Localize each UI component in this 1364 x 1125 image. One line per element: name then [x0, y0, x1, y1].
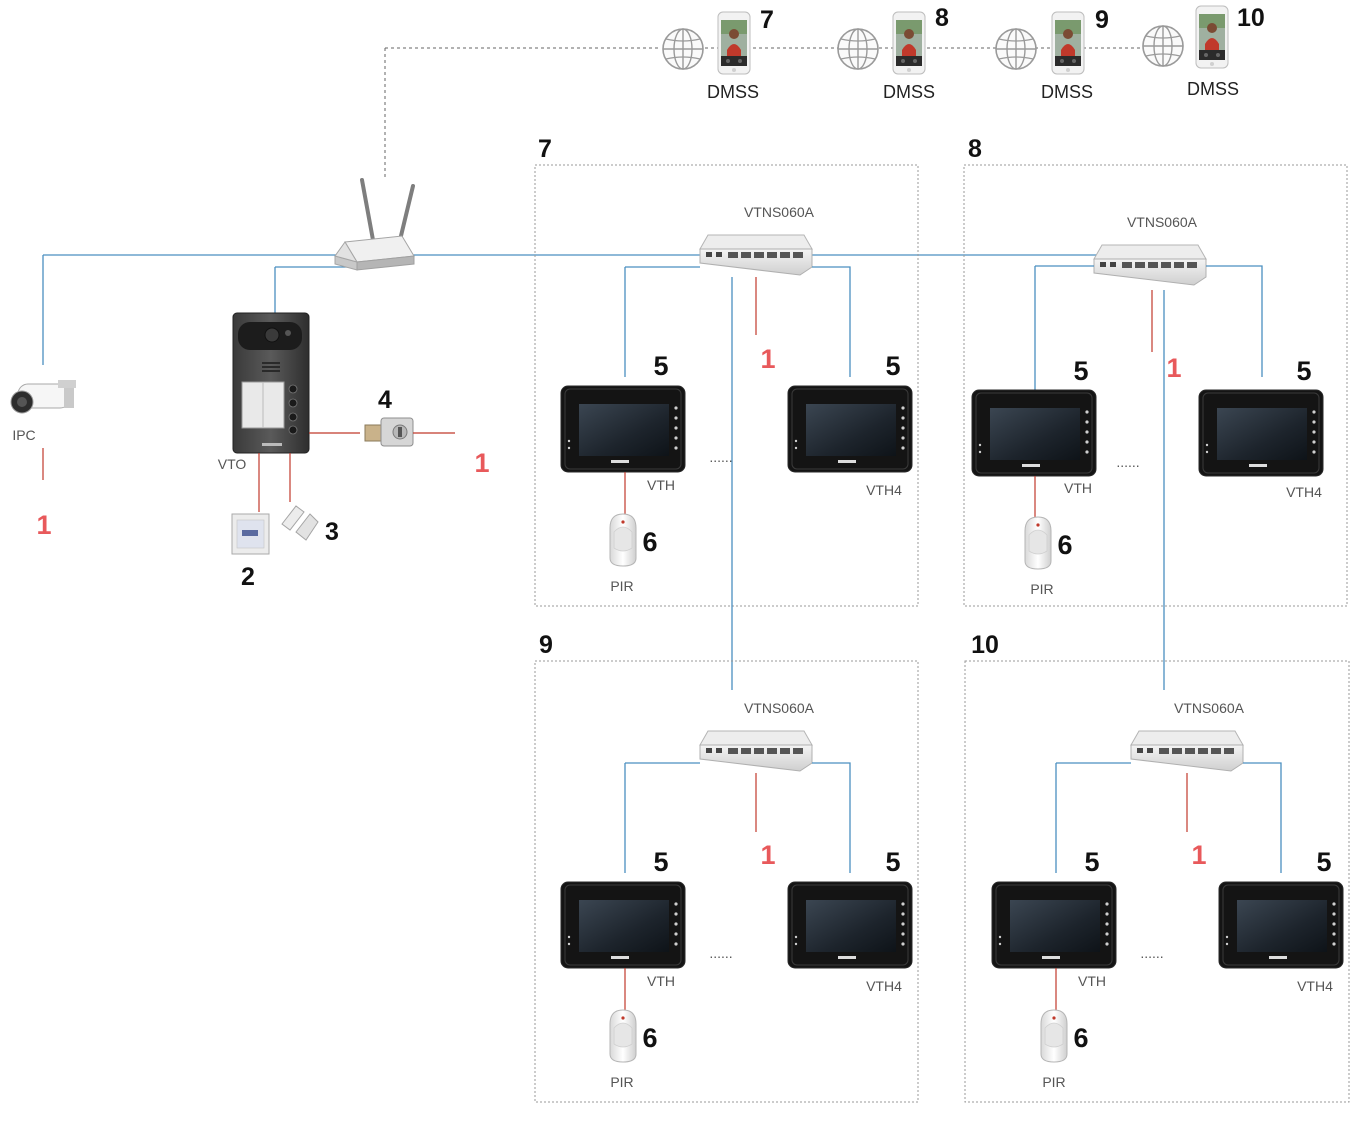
smartphone-icon[interactable] [1051, 11, 1085, 75]
card-number: 2 [241, 563, 255, 591]
apartment-9: 9 VTNS060A 1 5 5 ...... VTH VTH4 6 PIR [534, 631, 919, 1103]
pir-number: 6 [642, 527, 657, 557]
switch-power-number: 1 [1191, 840, 1206, 870]
switch-power-number: 1 [760, 840, 775, 870]
ipc-power-number: 1 [36, 510, 51, 540]
switch-power-number: 1 [1166, 353, 1181, 383]
vth4-label: VTH4 [1286, 484, 1322, 500]
vth-monitor[interactable] [991, 881, 1117, 969]
door-sensor[interactable] [281, 505, 319, 541]
monitor-ellipsis: ...... [1116, 454, 1139, 470]
pir-label: PIR [1042, 1074, 1065, 1090]
cloud-row: 7 DMSS 8 DMSS 9 DMSS 10 DMSS [384, 4, 1265, 180]
globe-icon [1142, 25, 1184, 67]
switch-device[interactable] [1093, 244, 1207, 286]
smartphone-icon[interactable] [892, 11, 926, 75]
app-label: DMSS [883, 82, 935, 102]
router[interactable] [334, 178, 415, 271]
app-label: DMSS [707, 82, 759, 102]
switch-label: VTNS060A [1174, 700, 1245, 716]
globe-icon [995, 28, 1037, 70]
pir-number: 6 [1057, 530, 1072, 560]
vth4-label: VTH4 [866, 978, 902, 994]
vth4-monitor[interactable] [787, 385, 913, 473]
app-label: DMSS [1187, 79, 1239, 99]
globe-icon [662, 28, 704, 70]
apartment-number: 7 [538, 135, 552, 163]
pir-label: PIR [610, 578, 633, 594]
switch-power-number: 1 [760, 344, 775, 374]
switch-device[interactable] [699, 730, 813, 772]
vth-monitor[interactable] [560, 881, 686, 969]
vth-number: 5 [653, 847, 668, 877]
pir-sensor[interactable] [1040, 1009, 1068, 1063]
pir-number: 6 [1073, 1023, 1088, 1053]
monitor-ellipsis: ...... [1140, 945, 1163, 961]
vto-panel[interactable] [232, 312, 310, 454]
apartment-number: 8 [968, 135, 982, 163]
vth4-monitor[interactable] [1218, 881, 1344, 969]
smartphone-icon[interactable] [717, 11, 751, 75]
apartment-number: 9 [539, 631, 553, 659]
switch-label: VTNS060A [744, 204, 815, 220]
pir-sensor[interactable] [609, 1009, 637, 1063]
door-sensor-number: 3 [325, 518, 339, 546]
monitor-ellipsis: ...... [709, 449, 732, 465]
vth4-label: VTH4 [1297, 978, 1333, 994]
switch-label: VTNS060A [1127, 214, 1198, 230]
apartment-number: 10 [971, 631, 999, 659]
lock-number: 4 [378, 386, 392, 414]
electric-lock[interactable] [364, 417, 414, 447]
app-label: DMSS [1041, 82, 1093, 102]
lock-power-number: 1 [474, 448, 489, 478]
vth4-monitor[interactable] [787, 881, 913, 969]
switch-device[interactable] [699, 234, 813, 276]
vth4-monitor[interactable] [1198, 389, 1324, 477]
vth4-number: 5 [885, 847, 900, 877]
pir-sensor[interactable] [609, 513, 637, 567]
app-number: 10 [1237, 4, 1265, 32]
app-number: 7 [760, 6, 774, 34]
vth4-number: 5 [885, 351, 900, 381]
ipc-camera[interactable] [10, 380, 76, 414]
access-card[interactable] [231, 513, 270, 555]
pir-number: 6 [642, 1023, 657, 1053]
vth-label: VTH [1078, 973, 1106, 989]
vth-number: 5 [653, 351, 668, 381]
pir-sensor[interactable] [1024, 516, 1052, 570]
app-number: 8 [935, 4, 949, 32]
vth-number: 5 [1084, 847, 1099, 877]
switch-device[interactable] [1130, 730, 1244, 772]
vth-monitor[interactable] [560, 385, 686, 473]
monitor-ellipsis: ...... [709, 945, 732, 961]
pir-label: PIR [1030, 581, 1053, 597]
apartment-7: 7 VTNS060A 1 5 5 ...... VTH VTH4 6 PIR [534, 135, 919, 690]
apartment-8: 8 VTNS060A 1 5 5 ...... VTH VTH4 6 PIR [963, 135, 1348, 690]
vth4-number: 5 [1316, 847, 1331, 877]
vto-label: VTO [218, 456, 247, 472]
apartment-10: 10 VTNS060A 1 5 5 ...... VTH VTH4 6 PIR [964, 631, 1350, 1103]
network-backbone [42, 254, 1100, 365]
vth4-label: VTH4 [866, 482, 902, 498]
vth4-number: 5 [1296, 356, 1311, 386]
vth-monitor[interactable] [971, 389, 1097, 477]
globe-icon [837, 28, 879, 70]
smartphone-icon[interactable] [1195, 5, 1229, 69]
vth-label: VTH [1064, 480, 1092, 496]
vth-number: 5 [1073, 356, 1088, 386]
vth-label: VTH [647, 973, 675, 989]
pir-label: PIR [610, 1074, 633, 1090]
switch-label: VTNS060A [744, 700, 815, 716]
app-number: 9 [1095, 6, 1109, 34]
ipc-label: IPC [12, 427, 35, 443]
vth-label: VTH [647, 477, 675, 493]
